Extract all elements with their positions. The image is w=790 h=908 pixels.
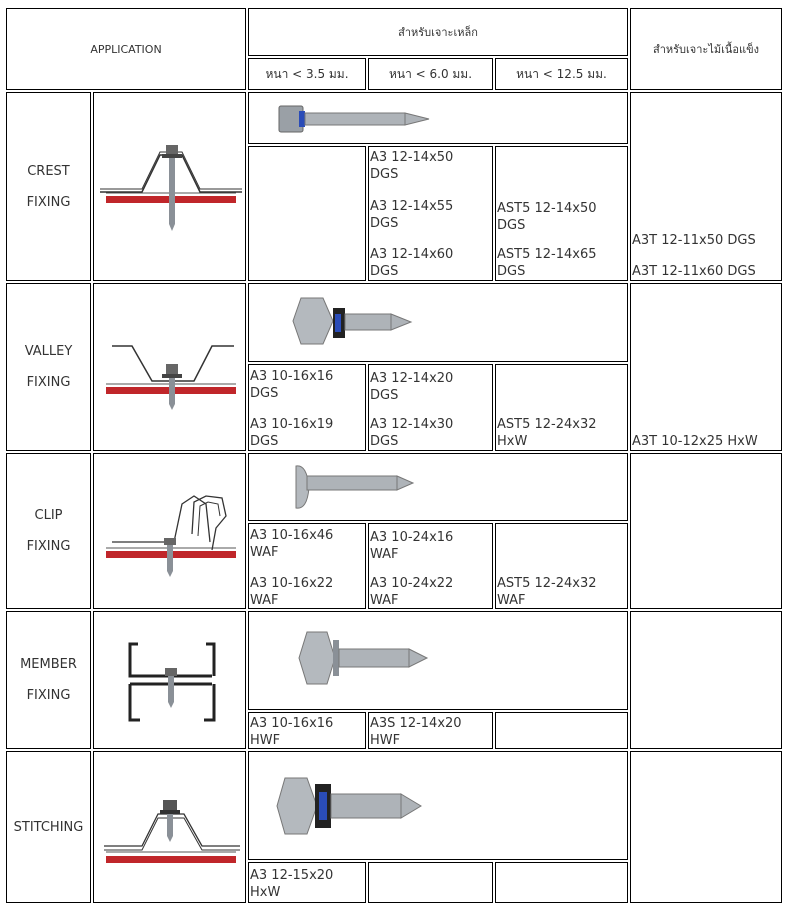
stitching-illustration xyxy=(93,751,246,903)
product-code: A3 10-24x22 WAF xyxy=(370,576,454,608)
member-col2-codes: A3S 12-14x20 HWF xyxy=(368,712,493,749)
clip-screw-image xyxy=(248,453,628,521)
valley-col3-codes: AST5 12-24x32 HxW xyxy=(495,364,628,451)
valley-col2-codes: A3 12-14x20 DGS A3 12-14x30 DGS xyxy=(368,364,493,451)
clip-col3-codes: AST5 12-24x32 WAF xyxy=(495,523,628,609)
product-code: AST5 12-14x65 DGS xyxy=(497,247,597,279)
stitching-col1-codes: A3 12-15x20 HxW xyxy=(248,862,366,903)
product-code: A3 10-16x22 WAF xyxy=(250,576,334,608)
product-code: A3 12-14x30 DGS xyxy=(370,417,454,449)
application-header: APPLICATION xyxy=(6,8,246,90)
product-code: A3 10-16x16 HWF xyxy=(250,716,334,748)
stitching-screw-image xyxy=(248,751,628,860)
clip-col2-codes: A3 10-24x16 WAF A3 10-24x22 WAF xyxy=(368,523,493,609)
member-col1-codes: A3 10-16x16 HWF xyxy=(248,712,366,749)
clip-fixing-illustration xyxy=(93,453,246,609)
product-code: A3S 12-14x20 HWF xyxy=(370,716,462,748)
crest-screw-image xyxy=(248,92,628,144)
crest-fixing-illustration xyxy=(93,92,246,281)
member-col3-empty xyxy=(495,712,628,749)
valley-fixing-illustration xyxy=(93,283,246,451)
product-code: A3 12-15x20 HxW xyxy=(250,868,334,900)
thickness-col-3: หนา < 12.5 มม. xyxy=(495,58,628,90)
member-wood-empty xyxy=(630,611,782,749)
product-code: A3 12-14x55 DGS xyxy=(370,199,454,231)
product-code: AST5 12-24x32 WAF xyxy=(497,576,597,608)
product-code: A3T 10-12x25 HxW xyxy=(632,434,758,449)
product-code: AST5 12-24x32 HxW xyxy=(497,417,597,449)
crest-col2-codes: A3 12-14x50 DGS A3 12-14x55 DGS A3 12-14… xyxy=(368,146,493,281)
thickness-col-2: หนา < 6.0 มม. xyxy=(368,58,493,90)
valley-screw-image xyxy=(248,283,628,362)
product-code: A3 12-14x60 DGS xyxy=(370,247,454,279)
valley-wood-codes: A3T 10-12x25 HxW xyxy=(630,283,782,451)
steel-header: สำหรับเจาะเหล็ก xyxy=(248,8,628,56)
clip-wood-empty xyxy=(630,453,782,609)
product-code: A3 12-14x20 DGS xyxy=(370,371,454,403)
product-code: A3 10-16x19 DGS xyxy=(250,417,334,449)
thickness-col-1: หนา < 3.5 มม. xyxy=(248,58,366,90)
clip-col1-codes: A3 10-16x46 WAF A3 10-16x22 WAF xyxy=(248,523,366,609)
valley-col1-codes: A3 10-16x16 DGS A3 10-16x19 DGS xyxy=(248,364,366,451)
product-code: A3 10-24x16 WAF xyxy=(370,530,454,562)
stitching-col2-empty xyxy=(368,862,493,903)
crest-col1-empty xyxy=(248,146,366,281)
crest-col3-codes: AST5 12-14x50 DGS AST5 12-14x65 DGS xyxy=(495,146,628,281)
product-code: A3 10-16x16 DGS xyxy=(250,369,334,401)
stitching-wood-empty xyxy=(630,751,782,903)
product-code: AST5 12-14x50 DGS xyxy=(497,201,597,233)
crest-wood-codes: A3T 12-11x50 DGS A3T 12-11x60 DGS xyxy=(630,92,782,281)
stitching-col3-empty xyxy=(495,862,628,903)
member-fixing-illustration xyxy=(93,611,246,749)
row-label-stitching: STITCHING xyxy=(6,751,91,903)
member-screw-image xyxy=(248,611,628,710)
product-code: A3 10-16x46 WAF xyxy=(250,528,334,560)
product-code: A3 12-14x50 DGS xyxy=(370,150,454,182)
wood-header: สำหรับเจาะไม้เนื้อแข็ง xyxy=(630,8,782,90)
product-code: A3T 12-11x50 DGS xyxy=(632,233,756,248)
product-code: A3T 12-11x60 DGS xyxy=(632,264,756,279)
